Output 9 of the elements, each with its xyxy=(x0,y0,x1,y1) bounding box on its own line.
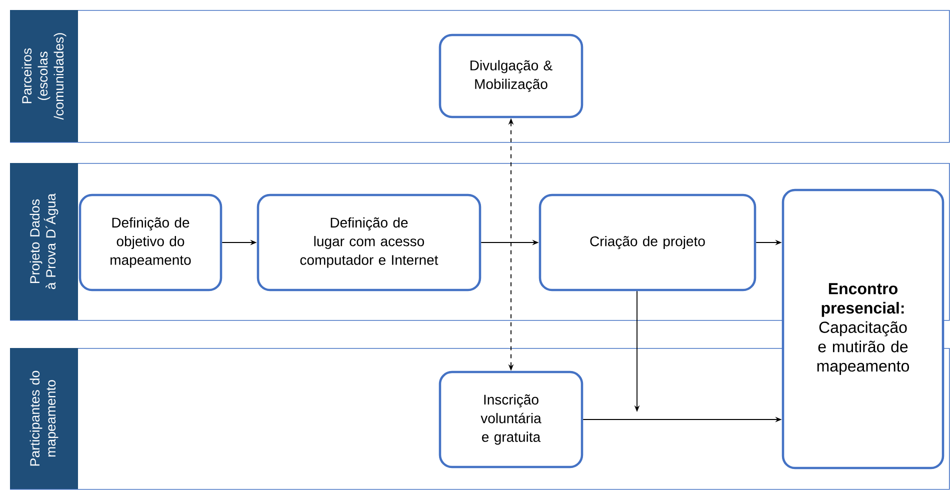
process-box: Divulgação & Mobilização xyxy=(438,34,584,118)
process-box: Definição de objetivo do mapeamento xyxy=(78,194,222,292)
lane-header: Parceiros (escolas /comunidades) xyxy=(10,10,78,142)
process-box: Encontro presencial: Capacitação e mutirão de mapeamento xyxy=(782,188,944,470)
lane-header: Projeto Dados à Prova D´Água xyxy=(10,163,78,320)
process-box: Inscrição voluntária e gratuita xyxy=(438,370,584,468)
lane-header: Participantes do mapeamento xyxy=(10,348,78,489)
process-box: Definição de lugar com acesso computador e Internet xyxy=(256,194,482,292)
process-box: Criação de projeto xyxy=(538,194,756,292)
